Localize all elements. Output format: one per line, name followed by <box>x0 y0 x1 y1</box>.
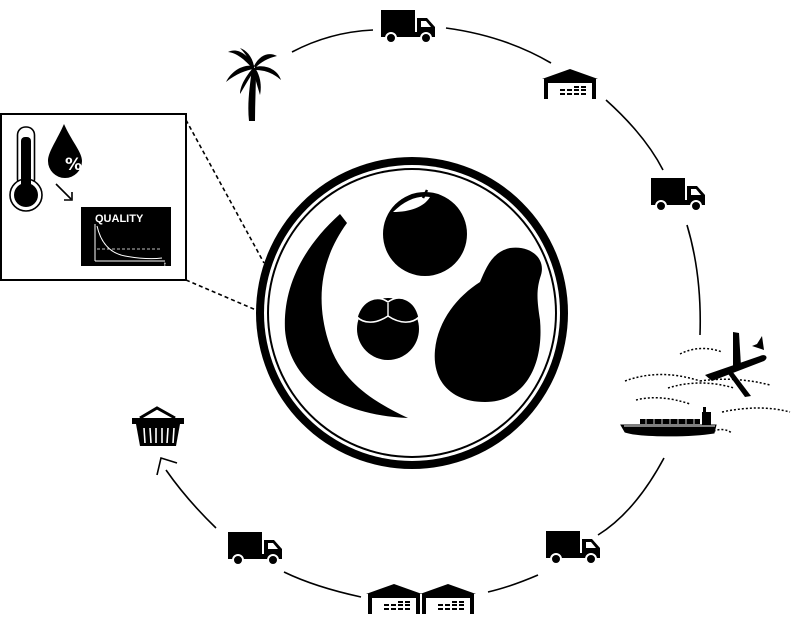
papaya-icon <box>434 247 542 402</box>
twin-warehouse-icon <box>366 584 476 614</box>
cycle-arrowhead <box>156 456 178 476</box>
quality-label: QUALITY <box>95 213 144 225</box>
airplane-icon <box>705 332 767 397</box>
cargo-ship-icon <box>620 407 717 437</box>
truck-icon <box>227 531 283 566</box>
cycle-arc <box>597 457 665 536</box>
cycle-arcs <box>165 27 702 598</box>
mangosteen-icon <box>356 297 420 360</box>
palm-tree-icon <box>226 48 281 121</box>
time-axis-label: t <box>164 262 166 269</box>
humidity-drop-icon: % <box>48 124 82 178</box>
zoom-lines <box>185 119 265 311</box>
cycle-arc <box>445 27 552 64</box>
cycle-arc <box>291 29 374 53</box>
cycle-arc <box>605 99 664 171</box>
shopping-basket-icon <box>132 406 184 446</box>
arrow-down-right-icon <box>55 183 73 201</box>
air-route-lines <box>624 347 791 434</box>
truck-icon <box>650 177 706 212</box>
cycle-arc <box>487 574 539 593</box>
truck-icon <box>380 9 436 44</box>
storage-conditions-inset: % QUALITY t <box>0 113 187 281</box>
truck-icon <box>545 530 601 565</box>
warehouse-icon <box>542 69 598 99</box>
cycle-arc <box>686 224 702 336</box>
quality-chart: QUALITY t <box>81 207 171 269</box>
banana-icon <box>284 214 408 418</box>
cycle-arc <box>165 469 217 529</box>
humidity-symbol: % <box>65 155 82 175</box>
thermometer-icon <box>9 126 43 212</box>
orange-icon <box>383 189 467 276</box>
cycle-arc <box>283 571 362 598</box>
